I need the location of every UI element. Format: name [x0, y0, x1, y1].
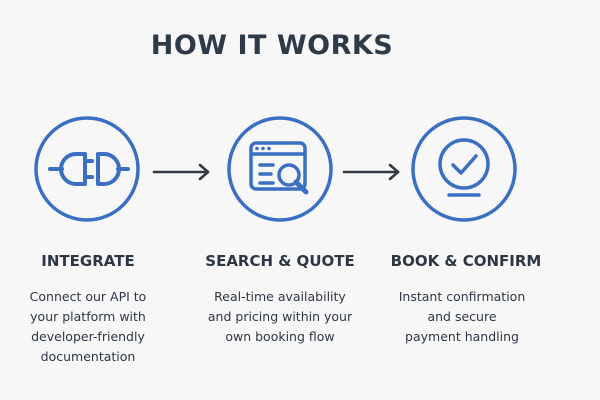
description-line: payment handling — [405, 329, 519, 344]
step-description-search-quote: Real-time availability and pricing withi… — [190, 287, 370, 347]
description-line: and pricing within your — [207, 309, 353, 324]
page-title: HOW IT WORKS — [150, 30, 394, 61]
description-line: developer-friendly — [31, 329, 145, 344]
step-description-book-confirm: Instant confirmation and secure payment … — [372, 287, 552, 347]
description-line: Instant confirmation — [398, 289, 526, 304]
description-line: own booking flow — [225, 329, 335, 344]
description-line: documentation — [40, 349, 136, 364]
step-heading-search-quote: SEARCH & QUOTE — [205, 252, 355, 270]
description-line: Connect our API to — [29, 289, 147, 304]
arrow-right-icon — [340, 160, 404, 184]
description-line: and secure — [427, 309, 497, 324]
plug-connector-icon — [32, 114, 142, 224]
browser-search-icon — [225, 114, 335, 224]
step-description-integrate: Connect our API to your platform with de… — [0, 287, 178, 367]
arrow-right-icon — [150, 160, 214, 184]
description-line: Real-time availability — [214, 289, 346, 304]
checkmark-badge-icon — [409, 114, 519, 224]
step-heading-book-confirm: BOOK & CONFIRM — [390, 252, 542, 270]
step-heading-integrate: INTEGRATE — [41, 252, 135, 270]
description-line: your platform with — [30, 309, 146, 324]
